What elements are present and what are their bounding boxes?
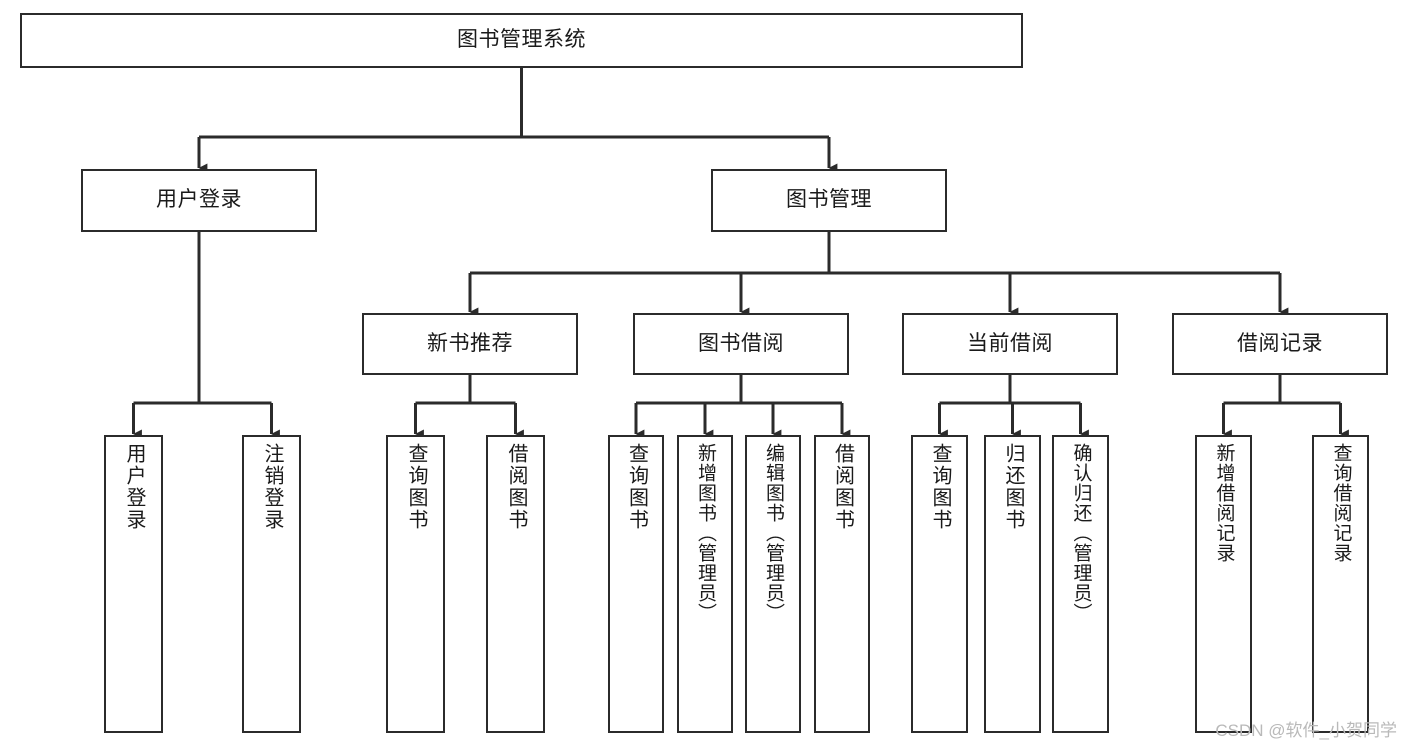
node-label: 用户登录	[123, 443, 145, 531]
node-leaf-user-login[interactable]: 用户登录	[104, 435, 163, 733]
node-label: 借阅图书	[831, 443, 854, 531]
node-label: 图书管理	[786, 188, 872, 212]
node-leaf-rec-query[interactable]: 查询图书	[386, 435, 445, 733]
node-label: 归还图书	[1002, 443, 1024, 531]
node-leaf-cb-return[interactable]: 归还图书	[984, 435, 1041, 733]
node-label: 新增图书（管理员）	[694, 443, 716, 623]
node-label: 用户登录	[156, 188, 242, 212]
node-label: 编辑图书（管理员）	[762, 443, 784, 623]
node-leaf-bb-query[interactable]: 查询图书	[608, 435, 664, 733]
node-leaf-cb-confirm[interactable]: 确认归还（管理员）	[1052, 435, 1109, 733]
node-label: 新增借阅记录	[1213, 443, 1235, 563]
node-label: 查询图书	[625, 443, 648, 531]
node-leaf-br-query[interactable]: 查询借阅记录	[1312, 435, 1369, 733]
node-label: 当前借阅	[967, 331, 1053, 355]
node-leaf-bb-edit[interactable]: 编辑图书（管理员）	[745, 435, 801, 733]
node-leaf-user-logout[interactable]: 注销登录	[242, 435, 301, 733]
node-current-borrow[interactable]: 当前借阅	[902, 313, 1118, 375]
node-label: 查询借阅记录	[1330, 443, 1352, 563]
watermark: CSDN @软件_小贺同学	[1215, 721, 1397, 740]
node-label: 查询图书	[405, 443, 427, 531]
connector-lines	[132, 68, 1349, 439]
node-label: 确认归还（管理员）	[1070, 443, 1092, 623]
node-leaf-cb-query[interactable]: 查询图书	[911, 435, 968, 733]
node-label: 图书借阅	[698, 331, 784, 355]
node-user-login[interactable]: 用户登录	[81, 169, 317, 232]
node-leaf-bb-add[interactable]: 新增图书（管理员）	[677, 435, 733, 733]
node-book-manage[interactable]: 图书管理	[711, 169, 947, 232]
node-label: 注销登录	[261, 443, 283, 531]
node-label: 查询图书	[929, 443, 951, 531]
node-label: 借阅记录	[1237, 331, 1323, 355]
node-label: 图书管理系统	[457, 28, 586, 52]
node-label: 新书推荐	[427, 331, 513, 355]
node-leaf-bb-borrow[interactable]: 借阅图书	[814, 435, 870, 733]
node-borrow-record[interactable]: 借阅记录	[1172, 313, 1388, 375]
node-book-borrow[interactable]: 图书借阅	[633, 313, 849, 375]
node-leaf-rec-borrow[interactable]: 借阅图书	[486, 435, 545, 733]
node-new-book-rec[interactable]: 新书推荐	[362, 313, 578, 375]
node-label: 借阅图书	[505, 443, 527, 531]
node-root[interactable]: 图书管理系统	[20, 13, 1023, 68]
node-leaf-br-add[interactable]: 新增借阅记录	[1195, 435, 1252, 733]
